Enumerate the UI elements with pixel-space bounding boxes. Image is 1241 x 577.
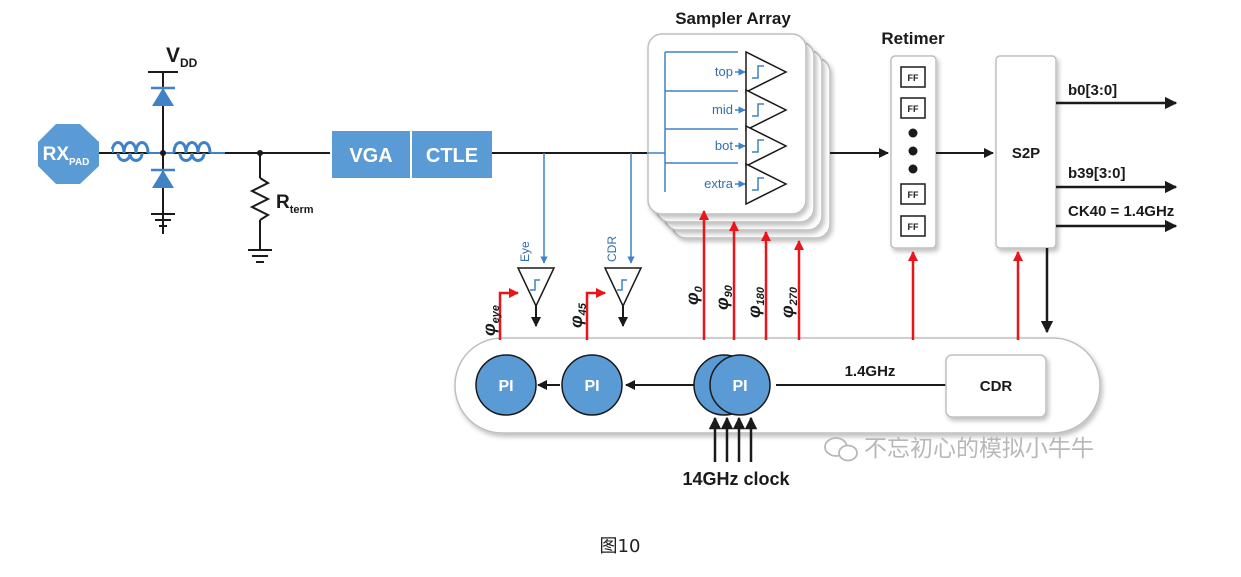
svg-text:φ45: φ45 xyxy=(566,302,589,328)
phi-270-subscript: 270 xyxy=(788,286,800,306)
ff-cell: FF xyxy=(900,183,926,205)
svg-text:FF: FF xyxy=(908,222,919,232)
phi-eye-symbol: φ xyxy=(479,323,499,336)
rterm-label: R xyxy=(276,192,290,213)
clock-phase-wires xyxy=(498,210,1023,340)
phi-180-symbol: φ xyxy=(744,305,764,318)
phi-eye-subscript: eye xyxy=(490,305,502,323)
rx-pad: RXPAD xyxy=(38,124,99,184)
cdr-sampler xyxy=(603,267,643,327)
figure-caption: 图10 xyxy=(600,536,641,557)
inductor-left-icon xyxy=(110,141,150,162)
output-b0-label: b0[3:0] xyxy=(1068,82,1117,99)
svg-text:FF: FF xyxy=(908,73,919,83)
phi-0-subscript: 0 xyxy=(693,285,705,292)
svg-text:FF: FF xyxy=(908,190,919,200)
esd-diodes: VDD xyxy=(148,44,198,234)
sampler-top: top xyxy=(715,50,788,94)
svg-text:φ270: φ270 xyxy=(777,286,800,318)
sampler-extra-label: extra xyxy=(704,176,734,191)
ff-cell: FF xyxy=(900,215,926,237)
rterm-subscript: term xyxy=(290,204,314,216)
sampler-bot: bot xyxy=(715,124,788,168)
sampler-array-title: Sampler Array xyxy=(675,9,791,28)
s2p-block: S2P xyxy=(995,55,1057,249)
sampler-mid-label: mid xyxy=(712,102,733,117)
phi-45-subscript: 45 xyxy=(577,302,589,316)
sampler-array: Sampler Array top mid bot xyxy=(647,9,831,239)
pi-45: PI xyxy=(561,354,623,416)
svg-text:VDD: VDD xyxy=(166,44,198,70)
svg-text:Rterm: Rterm xyxy=(276,192,314,216)
frequency-label: 1.4GHz xyxy=(845,363,896,380)
pi-main-label: PI xyxy=(732,378,747,395)
rx-pad-label: RX xyxy=(43,144,70,165)
sampler-mid: mid xyxy=(712,88,788,132)
svg-text:φeye: φeye xyxy=(479,305,502,336)
eye-sampler xyxy=(516,267,556,327)
vdd-subscript: DD xyxy=(180,56,198,70)
phi-0-symbol: φ xyxy=(682,292,702,305)
retimer-title: Retimer xyxy=(881,29,945,48)
svg-text:φ0: φ0 xyxy=(682,285,705,305)
phase-labels: φeye φ45 φ0 φ90 φ180 φ270 xyxy=(479,284,800,336)
clock-input-arrows xyxy=(708,416,758,462)
pi-eye-label: PI xyxy=(498,378,513,395)
svg-text:φ180: φ180 xyxy=(744,286,767,318)
vdd-label: V xyxy=(166,44,180,67)
phi-90-subscript: 90 xyxy=(723,284,735,297)
diode-bottom-icon xyxy=(152,170,174,188)
vga-block: VGA xyxy=(332,131,410,178)
svg-text:φ90: φ90 xyxy=(712,284,735,310)
svg-text:FF: FF xyxy=(908,104,919,114)
phi-270-symbol: φ xyxy=(777,305,797,318)
vga-label: VGA xyxy=(349,145,392,167)
sampler-bot-label: bot xyxy=(715,138,733,153)
ff-cell: FF xyxy=(900,97,926,119)
sampler-top-label: top xyxy=(715,64,733,79)
inductor-right-icon xyxy=(172,141,212,162)
termination-resistor: Rterm xyxy=(248,150,314,263)
s2p-label: S2P xyxy=(1012,145,1040,162)
pi-main: PI xyxy=(693,354,771,416)
retimer: Retimer FF FF FF FF xyxy=(881,29,945,249)
sampler-extra: extra xyxy=(704,162,788,206)
phi-180-subscript: 180 xyxy=(755,286,767,305)
pi-45-label: PI xyxy=(584,378,599,395)
eye-tap-label: Eye xyxy=(518,241,532,262)
phi-90-symbol: φ xyxy=(712,297,732,310)
watermark-text: 不忘初心的模拟小牛牛 xyxy=(864,436,1094,462)
watermark: 不忘初心的模拟小牛牛 xyxy=(824,436,1094,462)
ctle-label: CTLE xyxy=(426,145,478,167)
ctle-block: CTLE xyxy=(412,131,492,178)
svg-text:RXPAD: RXPAD xyxy=(43,144,90,168)
clock-input-label: 14GHz clock xyxy=(682,469,790,489)
cdr-block: CDR xyxy=(945,354,1047,418)
diode-top-icon xyxy=(152,88,174,106)
wechat-icon xyxy=(824,437,858,462)
rx-pad-subscript: PAD xyxy=(69,157,89,168)
cdr-tap-label: CDR xyxy=(605,236,619,262)
ff-cell: FF xyxy=(900,66,926,88)
output-ck40-label: CK40 = 1.4GHz xyxy=(1068,203,1174,220)
phi-45-symbol: φ xyxy=(566,315,586,328)
resistor-icon xyxy=(249,177,271,221)
pi-eye: PI xyxy=(475,354,537,416)
cdr-block-label: CDR xyxy=(980,378,1013,395)
output-b39-label: b39[3:0] xyxy=(1068,165,1126,182)
